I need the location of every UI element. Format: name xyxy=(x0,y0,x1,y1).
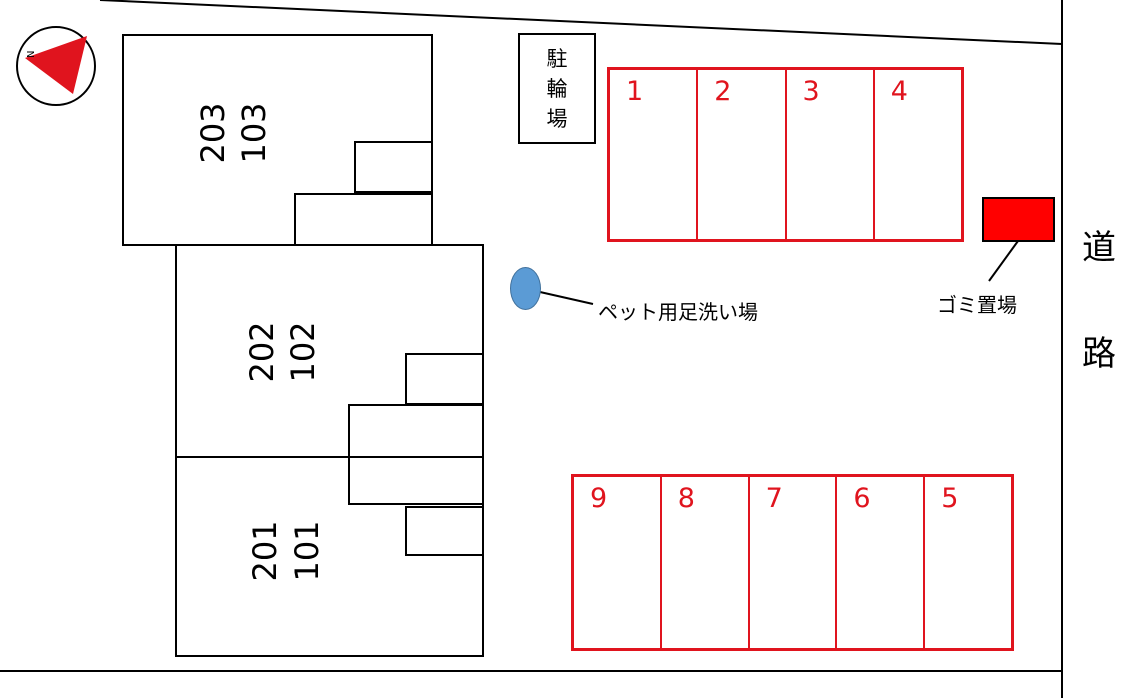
building-bottom xyxy=(175,456,484,657)
parking-slot-6: 6 xyxy=(837,477,926,648)
unit-label-203: 203 xyxy=(194,102,232,164)
pet-wash-leader-line xyxy=(539,291,594,305)
garbage-leader-line xyxy=(988,240,1019,282)
building-top-notch-lower xyxy=(294,193,433,246)
road-label-char-2: 路 xyxy=(1082,334,1116,374)
garbage-area-label: ゴミ置場 xyxy=(937,293,1017,317)
compass-needle xyxy=(25,36,87,94)
building-middle-notch xyxy=(405,353,484,405)
parking-slot-1: 1 xyxy=(610,70,699,239)
unit-label-201: 201 xyxy=(246,520,284,582)
compass-icon: N xyxy=(16,26,96,106)
parking-slot-number: 1 xyxy=(626,76,644,107)
bicycle-parking-char-2: 輪 xyxy=(546,76,568,101)
entrance-block xyxy=(348,404,484,505)
pet-wash-marker xyxy=(510,267,541,310)
parking-slot-number: 5 xyxy=(941,483,959,514)
parking-slot-number: 7 xyxy=(765,483,783,514)
parking-slot-number: 4 xyxy=(890,76,908,107)
parking-row-top: 1 2 3 4 xyxy=(607,67,964,242)
building-bottom-notch xyxy=(405,506,484,556)
parking-slot-4: 4 xyxy=(875,70,961,239)
road-label-char-1: 道 xyxy=(1082,228,1116,268)
parking-slot-number: 6 xyxy=(853,483,871,514)
bicycle-parking: 駐 輪 場 xyxy=(518,33,596,144)
parking-slot-2: 2 xyxy=(698,70,787,239)
compass-north-label: N xyxy=(26,51,37,58)
north-boundary-line xyxy=(99,0,1063,45)
parking-slot-number: 8 xyxy=(677,483,695,514)
garbage-area-box xyxy=(982,197,1055,242)
parking-slot-number: 3 xyxy=(802,76,820,107)
parking-slot-7: 7 xyxy=(750,477,838,648)
parking-slot-9: 9 xyxy=(574,477,662,648)
unit-label-101: 101 xyxy=(288,520,326,582)
bicycle-parking-char-1: 駐 xyxy=(546,46,568,71)
parking-slot-5: 5 xyxy=(925,477,1011,648)
bicycle-parking-char-3: 場 xyxy=(546,106,568,131)
unit-label-102: 102 xyxy=(284,321,322,383)
entrance-block-divider xyxy=(348,456,484,458)
unit-label-103: 103 xyxy=(235,102,273,164)
parking-slot-3: 3 xyxy=(787,70,875,239)
parking-slot-number: 2 xyxy=(714,76,732,107)
unit-label-202: 202 xyxy=(243,321,281,383)
parking-row-bottom: 9 8 7 6 5 xyxy=(571,474,1014,651)
pet-wash-label: ペット用足洗い場 xyxy=(598,300,758,324)
parking-slot-number: 9 xyxy=(590,483,608,514)
parking-slot-8: 8 xyxy=(662,477,750,648)
building-top-notch-upper xyxy=(354,141,433,193)
